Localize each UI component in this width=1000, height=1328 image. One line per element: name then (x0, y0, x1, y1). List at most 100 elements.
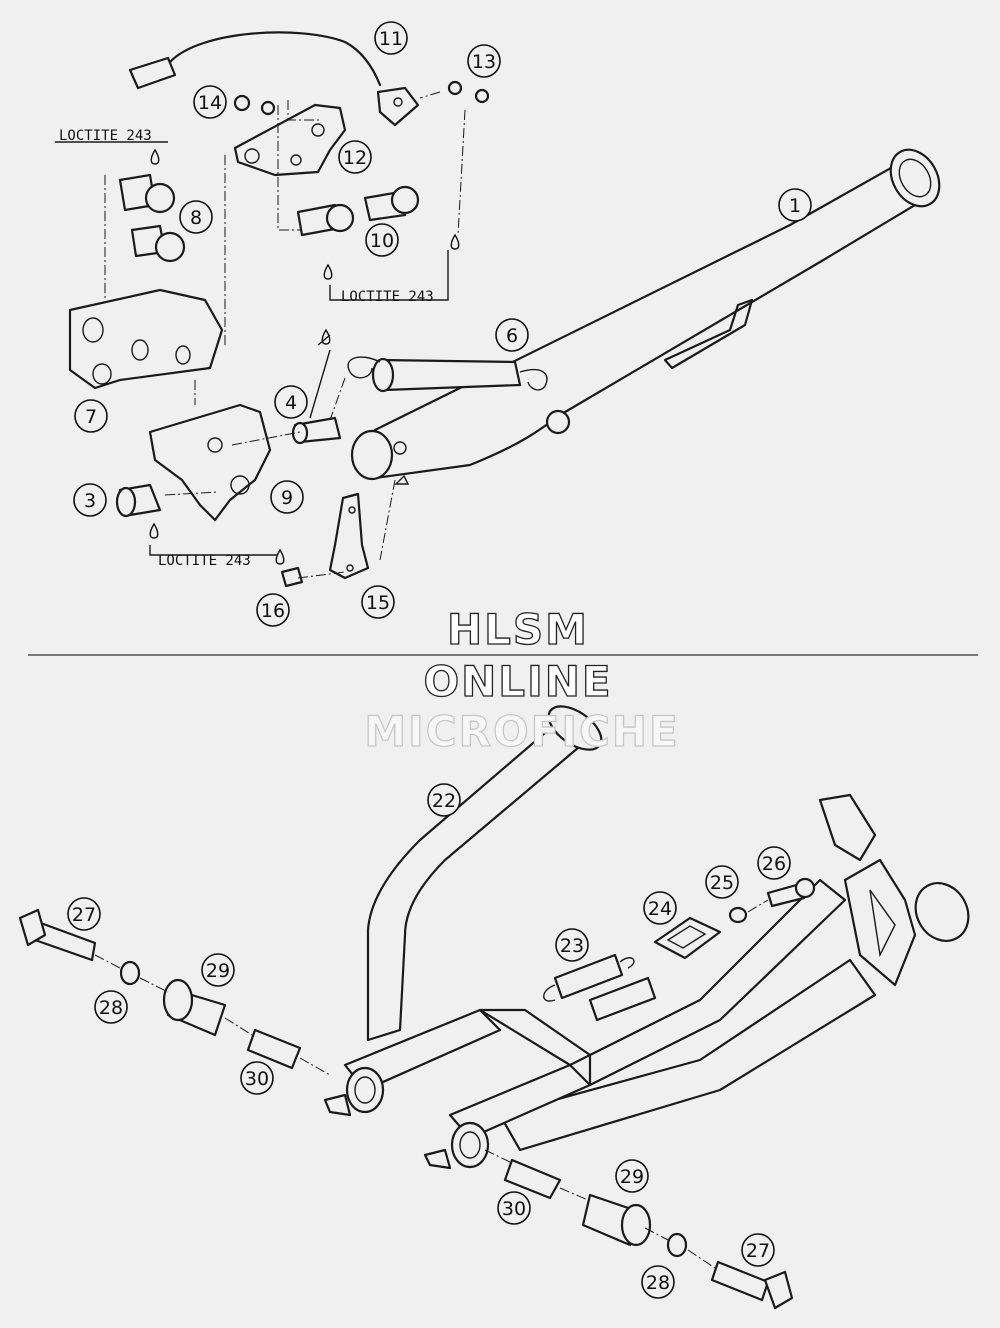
callout-circle (641, 1265, 675, 1299)
callout-29: 29 (201, 953, 235, 987)
callout-4: 4 (274, 385, 308, 419)
leader-lines-upper (55, 91, 466, 579)
callout-26: 26 (757, 846, 791, 880)
callout-22: 22 (427, 783, 461, 817)
spring (347, 356, 548, 393)
callout-27: 27 (741, 1233, 775, 1267)
callout-29: 29 (615, 1159, 649, 1193)
callout-6: 6 (495, 318, 529, 352)
watermark-line1: HLSM (447, 605, 589, 654)
callout-circle (270, 480, 304, 514)
callout-number: 7 (85, 406, 97, 428)
callout-circle (240, 1061, 274, 1095)
callout-number: 16 (261, 600, 285, 622)
callout-number: 30 (245, 1068, 269, 1090)
bolts-8 (118, 173, 186, 263)
callout-number: 8 (190, 207, 202, 229)
callout-circle (256, 593, 290, 627)
callout-circle (757, 846, 791, 880)
bushing-29-right (581, 1193, 652, 1247)
callout-12: 12 (338, 140, 372, 174)
callout-circle (338, 140, 372, 174)
callout-number: 12 (343, 147, 367, 169)
sensor-plate (233, 103, 347, 177)
callout-number: 27 (746, 1240, 770, 1262)
callout-24: 24 (643, 891, 677, 925)
callout-number: 27 (72, 904, 96, 926)
callout-27: 27 (67, 897, 101, 931)
switch-bracket (328, 492, 370, 580)
callout-circle (705, 865, 739, 899)
callout-circle (495, 318, 529, 352)
callout-11: 11 (374, 21, 408, 55)
callout-number: 22 (432, 790, 456, 812)
callout-13: 13 (467, 44, 501, 78)
pin-4 (291, 416, 342, 445)
callout-circle (467, 44, 501, 78)
bracket (68, 288, 224, 390)
watermark: HLSM ONLINE MICROFICHE (364, 604, 679, 756)
pad-24 (653, 916, 722, 960)
callout-number: 25 (710, 872, 734, 894)
watermark-line2: ONLINE (423, 657, 612, 706)
bushing-3 (115, 483, 162, 518)
callout-circle (365, 223, 399, 257)
washer-25 (728, 906, 748, 924)
sleeve-30-right (503, 1158, 562, 1200)
bolt-27-left (18, 908, 97, 962)
callout-number: 9 (281, 487, 293, 509)
callout-number: 4 (285, 392, 297, 414)
loctite-label: LOCTITE 243 (341, 289, 434, 305)
callout-circle (427, 783, 461, 817)
callout-10: 10 (365, 223, 399, 257)
sleeve-30-left (246, 1028, 302, 1070)
callout-16: 16 (256, 593, 290, 627)
callout-circle (555, 928, 589, 962)
watermark-line3: MICROFICHE (364, 707, 679, 756)
callout-circle (741, 1233, 775, 1267)
callout-circle (643, 891, 677, 925)
callout-circle (497, 1191, 531, 1225)
callout-circle (74, 399, 108, 433)
callout-number: 28 (646, 1272, 670, 1294)
mounting-plate (148, 403, 272, 522)
callout-number: 1 (789, 195, 801, 217)
callout-15: 15 (361, 585, 395, 619)
callout-8: 8 (179, 200, 213, 234)
callout-number: 6 (506, 325, 518, 347)
callout-circle (67, 897, 101, 931)
callout-30: 30 (240, 1061, 274, 1095)
callout-number: 13 (472, 51, 496, 73)
springs-23 (543, 953, 657, 1022)
loctite-label: LOCTITE 243 (59, 128, 152, 144)
callout-number: 30 (502, 1198, 526, 1220)
callout-28: 28 (94, 990, 128, 1024)
callout-number: 29 (620, 1166, 644, 1188)
callout-number: 14 (198, 92, 222, 114)
bolt-27-right (710, 1260, 794, 1310)
callout-number: 26 (762, 853, 786, 875)
screws-13 (447, 80, 490, 104)
callout-circle (73, 483, 107, 517)
callout-number: 15 (366, 592, 390, 614)
callout-9: 9 (270, 480, 304, 514)
callout-circle (201, 953, 235, 987)
loctite-label: LOCTITE 243 (158, 553, 251, 569)
callout-circle (179, 200, 213, 234)
nuts-14 (233, 94, 276, 116)
callout-number: 10 (370, 230, 394, 252)
callout-7: 7 (74, 399, 108, 433)
leader-lines-lower (94, 899, 769, 1269)
callout-circle (193, 85, 227, 119)
callout-number: 3 (84, 490, 96, 512)
callout-circle (374, 21, 408, 55)
bolts-10 (296, 185, 420, 237)
callout-circle (274, 385, 308, 419)
callout-28: 28 (641, 1265, 675, 1299)
side-stand-leg (350, 148, 941, 481)
callout-1: 1 (778, 188, 812, 222)
callout-3: 3 (73, 483, 107, 517)
center-stand (323, 705, 970, 1170)
callout-circle (778, 188, 812, 222)
